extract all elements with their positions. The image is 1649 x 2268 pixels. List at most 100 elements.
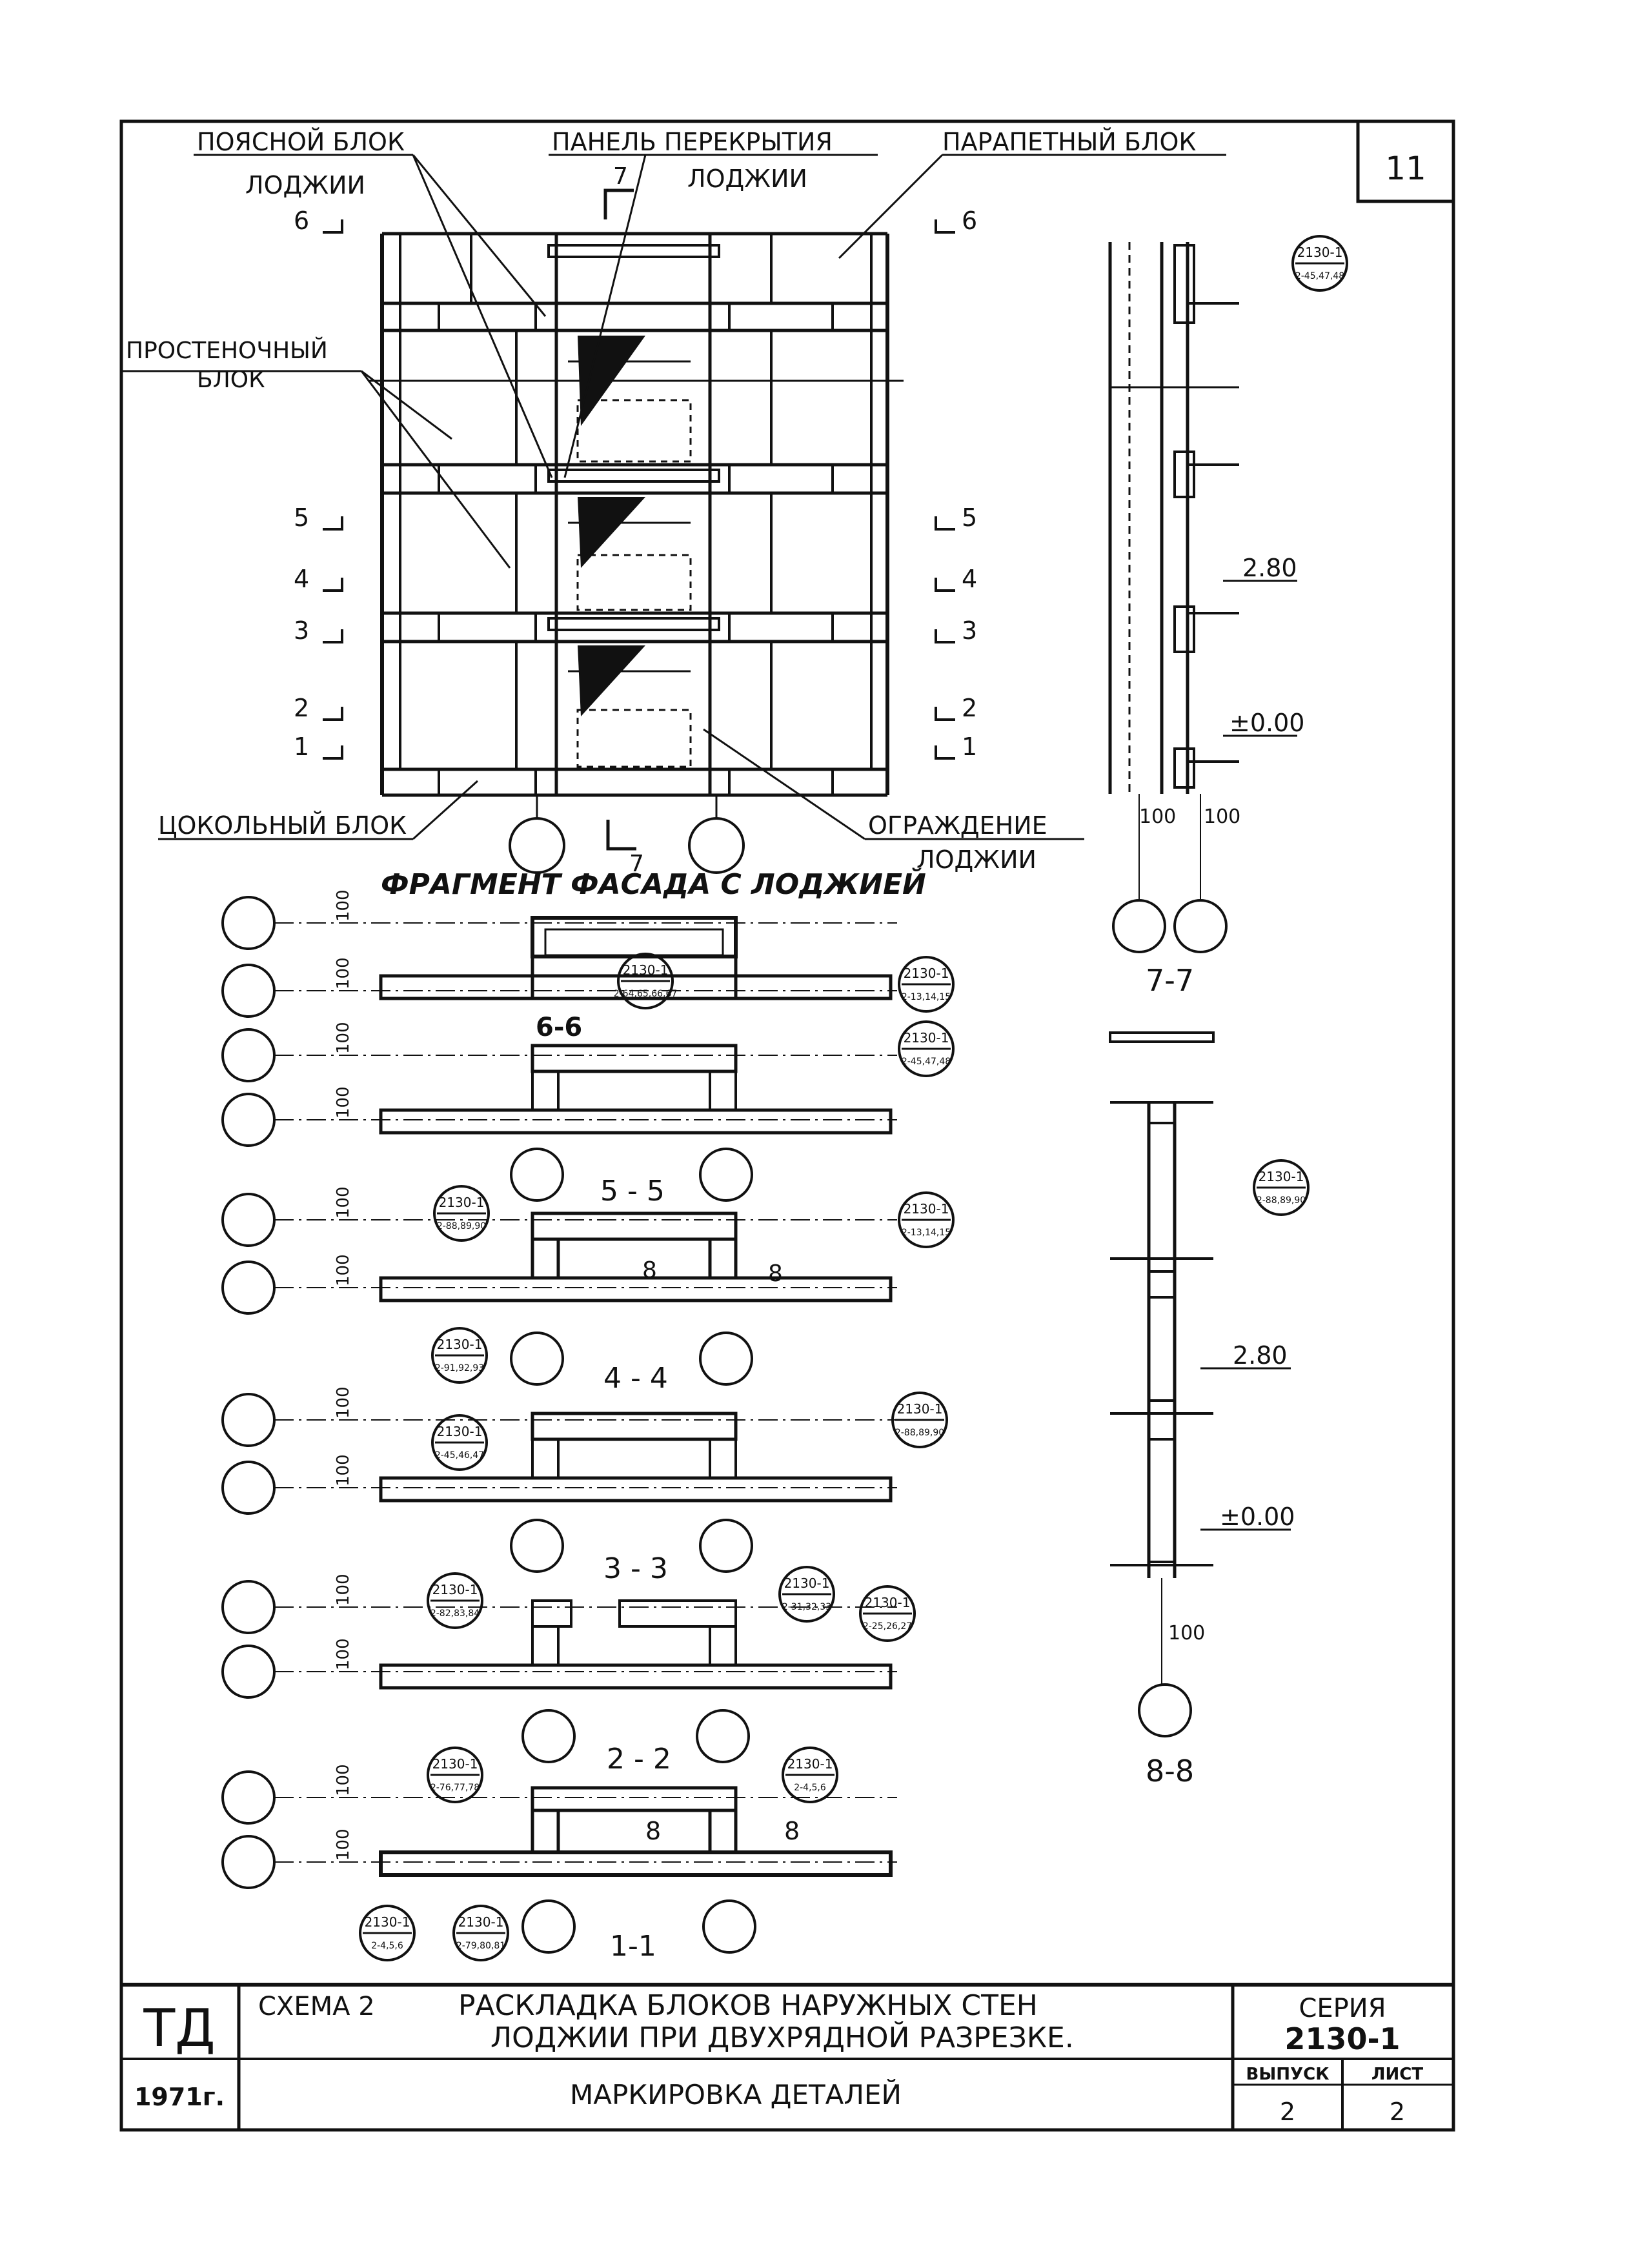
svg-text:2-45,47,48: 2-45,47,48 xyxy=(1295,271,1344,281)
section-7-7-dim-b: 100 xyxy=(1204,805,1240,828)
sheet-number: 11 xyxy=(1385,150,1426,187)
svg-text:2130-1: 2130-1 xyxy=(458,1914,504,1930)
plan-title-5-5: 5 - 5 xyxy=(600,1175,665,1208)
label-parapet-block: ПАРАПЕТНЫЙ БЛОК xyxy=(942,128,1196,156)
svg-text:100: 100 xyxy=(334,1638,353,1670)
svg-text:2130-1: 2130-1 xyxy=(623,962,669,978)
svg-text:100: 100 xyxy=(334,1764,353,1796)
detail-ref: 2130-1 2-13,14,15 xyxy=(898,1191,955,1248)
svg-text:100: 100 xyxy=(334,1186,353,1219)
cut-mark-left-6: 6 xyxy=(294,207,309,235)
svg-text:2130-1: 2130-1 xyxy=(432,1756,478,1772)
plan-title-6-6: 6-6 xyxy=(536,1013,582,1042)
svg-text:2130-1: 2130-1 xyxy=(904,1030,949,1046)
svg-text:2130-1: 2130-1 xyxy=(904,966,949,981)
series-value: 2130-1 xyxy=(1284,2021,1400,2056)
facade-fragment xyxy=(123,154,1226,874)
svg-text:2130-1: 2130-1 xyxy=(784,1575,830,1591)
svg-text:2-82,83,84: 2-82,83,84 xyxy=(430,1608,480,1619)
svg-text:2130-1: 2130-1 xyxy=(365,1914,410,1930)
detail-ref: 2130-1 2-25,26,27 xyxy=(859,1585,916,1642)
label-belt-block-loggia: ЛОДЖИИ xyxy=(245,171,365,199)
title-block xyxy=(121,1983,1453,2130)
cut-8-mark-d: 8 xyxy=(784,1817,800,1845)
detail-ref: 2130-1 2-31,32,33 xyxy=(778,1566,835,1623)
cut-8-mark-b: 8 xyxy=(768,1261,783,1287)
label-loggia-fence: ОГРАЖДЕНИЕ xyxy=(868,811,1047,840)
svg-text:100: 100 xyxy=(334,957,353,989)
label-plinth-block: ЦОКОЛЬНЫЙ БЛОК xyxy=(158,811,407,840)
cut-7-bottom: 7 xyxy=(629,851,644,877)
section-7-7 xyxy=(1108,242,1297,953)
plan-sections xyxy=(221,896,897,1954)
svg-text:100: 100 xyxy=(334,1454,353,1486)
svg-text:2130-1: 2130-1 xyxy=(904,1201,949,1217)
cut-mark-right-2: 2 xyxy=(962,694,977,722)
section-8-8-level-upper: 2.80 xyxy=(1233,1341,1288,1370)
detail-ref: 2130-1 2-82,83,84 xyxy=(427,1572,483,1629)
svg-text:2-88,89,90: 2-88,89,90 xyxy=(895,1428,944,1438)
detail-ref: 2130-1 2-64,65,66,67 xyxy=(614,953,678,1009)
detail-ref: 2130-1 2-79,80,81 xyxy=(452,1905,509,1961)
svg-text:100: 100 xyxy=(334,1022,353,1054)
sheet-number-box xyxy=(1356,119,1455,203)
svg-text:2-4,5,6: 2-4,5,6 xyxy=(371,1941,403,1951)
plan-title-1-1: 1-1 xyxy=(610,1930,656,1963)
section-8-8 xyxy=(1109,1031,1291,1737)
label-belt-block: ПОЯСНОЙ БЛОК xyxy=(197,128,405,156)
svg-text:2-88,89,90: 2-88,89,90 xyxy=(1257,1195,1306,1206)
svg-text:2-13,14,15: 2-13,14,15 xyxy=(902,1228,951,1238)
section-7-7-title: 7-7 xyxy=(1146,963,1194,998)
cut-8-mark-c: 8 xyxy=(645,1817,661,1845)
svg-text:2-79,80,81: 2-79,80,81 xyxy=(456,1941,505,1951)
svg-text:2-13,14,15: 2-13,14,15 xyxy=(902,992,951,1002)
cut-mark-left-5: 5 xyxy=(294,503,309,532)
cut-mark-left-3: 3 xyxy=(294,616,309,645)
sheet-frame xyxy=(119,119,1455,2132)
cut-mark-left-2: 2 xyxy=(294,694,309,722)
title-line1: РАСКЛАДКА БЛОКОВ НАРУЖНЫХ СТЕН xyxy=(458,1989,1038,2022)
svg-text:2-91,92,93: 2-91,92,93 xyxy=(435,1363,484,1373)
svg-text:100: 100 xyxy=(334,1828,353,1861)
title-scheme: СХЕМА 2 xyxy=(258,1992,375,2021)
label-pier-block: ПРОСТЕНОЧНЫЙ xyxy=(126,337,328,364)
svg-text:100: 100 xyxy=(334,1386,353,1419)
plan-title-2-2: 2 - 2 xyxy=(607,1743,671,1776)
section-7-7-dim-a: 100 xyxy=(1139,805,1176,828)
svg-text:2-31,32,33: 2-31,32,33 xyxy=(782,1602,831,1612)
section-7-7-ref: 2130-1 2-45,47,48 xyxy=(1291,235,1348,292)
cut-mark-right-4: 4 xyxy=(962,565,977,593)
detail-ref: 2130-1 2-45,46,47 xyxy=(431,1414,488,1471)
svg-text:100: 100 xyxy=(334,1254,353,1286)
sheet-label: ЛИСТ xyxy=(1371,2065,1423,2084)
svg-text:2-25,26,27: 2-25,26,27 xyxy=(863,1621,912,1632)
svg-text:2130-1: 2130-1 xyxy=(437,1337,483,1352)
svg-text:2-64,65,66,67: 2-64,65,66,67 xyxy=(614,989,678,999)
detail-ref: 2130-1 2-4,5,6 xyxy=(359,1905,416,1961)
svg-text:2-45,46,47: 2-45,46,47 xyxy=(435,1450,484,1461)
detail-ref: 2130-1 2-45,47,48 xyxy=(898,1020,955,1077)
plan-title-4-4: 4 - 4 xyxy=(603,1362,668,1395)
plan-title-3-3: 3 - 3 xyxy=(603,1552,668,1585)
label-loggia-fence-2: ЛОДЖИИ xyxy=(916,845,1037,874)
svg-text:2130-1: 2130-1 xyxy=(1259,1169,1304,1184)
cut-mark-right-5: 5 xyxy=(962,503,977,532)
detail-ref: 2130-1 2-13,14,15 xyxy=(898,956,955,1013)
cut-mark-right-3: 3 xyxy=(962,616,977,645)
sheet-value: 2 xyxy=(1390,2098,1405,2126)
detail-ref-bubbles: 2130-1 2-64,65,66,67 2130-1 2-13,14,15 2… xyxy=(359,953,955,1961)
cut-8-mark-a: 8 xyxy=(642,1257,657,1284)
svg-text:2130-1: 2130-1 xyxy=(432,1582,478,1597)
issue-label: ВЫПУСК xyxy=(1246,2065,1330,2084)
cut-mark-left-1: 1 xyxy=(294,733,309,761)
section-8-8-dim: 100 xyxy=(1168,1622,1205,1645)
label-floor-panel: ПАНЕЛЬ ПЕРЕКРЫТИЯ xyxy=(552,128,833,156)
svg-text:100: 100 xyxy=(334,1086,353,1119)
title-subtitle: МАРКИРОВКА ДЕТАЛЕЙ xyxy=(570,2078,902,2111)
svg-text:2130-1: 2130-1 xyxy=(897,1401,943,1417)
series-label: СЕРИЯ xyxy=(1299,1994,1386,2023)
detail-ref: 2130-1 2-76,77,78 xyxy=(427,1747,483,1803)
svg-text:2130-1: 2130-1 xyxy=(1297,245,1343,260)
title-logo: ТД xyxy=(143,1998,215,2058)
